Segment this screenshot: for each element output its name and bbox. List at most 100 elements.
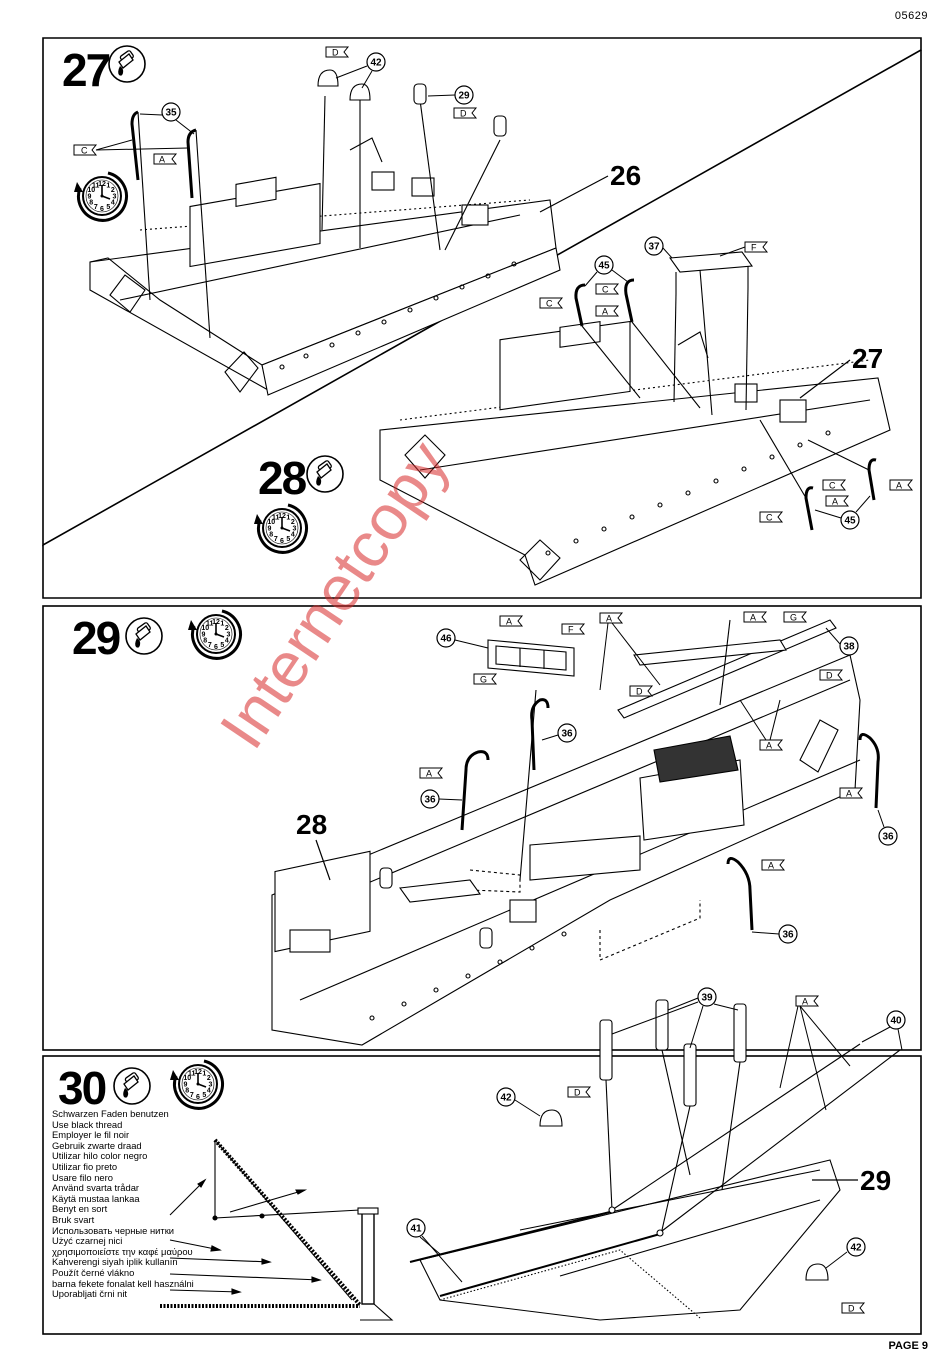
part-number-bubble: 42 — [496, 1087, 516, 1107]
paint-color-flag: A — [759, 739, 784, 751]
clock-numeral: 7 — [190, 1092, 194, 1099]
paint-color-flag: C — [759, 511, 784, 523]
panel-step28-frame — [42, 50, 922, 599]
svg-text:38: 38 — [843, 642, 855, 653]
paint-color-flag: D — [629, 685, 654, 697]
clock-numeral: 3 — [227, 631, 231, 638]
glue-tube-icon — [306, 455, 344, 493]
clock-numeral: 11 — [188, 1071, 196, 1078]
svg-text:D: D — [826, 671, 833, 681]
part-number-bubble: 46 — [436, 628, 456, 648]
instruction-line: Použít černé vlákno — [52, 1266, 135, 1278]
paint-color-flag: A — [153, 153, 178, 165]
clock-numeral: 8 — [185, 1088, 189, 1095]
svg-text:45: 45 — [844, 516, 856, 527]
step30-callouts: 39 40 42 41 42 A D — [406, 987, 906, 1314]
svg-text:G: G — [790, 613, 797, 623]
clock-numeral: 3 — [209, 1081, 213, 1088]
clock-numeral: 10 — [87, 187, 95, 194]
clock-numeral: 10 — [201, 625, 209, 632]
clock-numeral: 5 — [106, 204, 110, 211]
clock-numeral: 7 — [208, 642, 212, 649]
svg-text:C: C — [546, 299, 553, 309]
glue-tube-icon — [125, 617, 163, 655]
part-number-bubble: 42 — [366, 52, 386, 72]
clock-numeral: 1 — [106, 183, 110, 190]
clock-numeral: 2 — [207, 1075, 211, 1082]
svg-text:A: A — [602, 307, 608, 317]
instruction-line: Usare filo nero — [52, 1171, 113, 1183]
clock-numeral: 1 — [220, 621, 224, 628]
paint-color-flag: C — [822, 479, 847, 491]
svg-text:D: D — [636, 687, 643, 697]
svg-text:46: 46 — [440, 634, 452, 645]
clock-numeral: 9 — [202, 631, 206, 638]
clock-numeral: 10 — [267, 519, 275, 526]
glue-tube-icon — [108, 45, 146, 83]
instruction-line: Use black thread — [52, 1118, 123, 1130]
part-number-bubble: 39 — [697, 987, 717, 1007]
page-number: PAGE 9 — [888, 1340, 928, 1352]
document-code: 05629 — [894, 10, 928, 22]
svg-text:A: A — [506, 617, 512, 627]
thread-instructions: Schwarzen Faden benutzen Use black threa… — [52, 1108, 194, 1300]
step28-number: 28 — [258, 452, 307, 504]
part-number-bubble: 36 — [557, 723, 577, 743]
paint-color-flag: A — [889, 479, 914, 491]
clock-numeral: 7 — [274, 536, 278, 543]
clock-numeral: 3 — [293, 525, 297, 532]
svg-text:36: 36 — [882, 832, 894, 843]
step29-ship-drawing — [271, 619, 880, 1046]
svg-text:45: 45 — [598, 261, 610, 272]
part-number-bubble: 29 — [454, 85, 474, 105]
panel-frames — [42, 37, 922, 1335]
svg-text:35: 35 — [165, 108, 177, 119]
clock-numeral: 3 — [113, 193, 117, 200]
paint-color-flag: C — [73, 144, 98, 156]
clock-numeral: 7 — [94, 204, 98, 211]
svg-text:42: 42 — [850, 1243, 862, 1254]
paint-color-flag: F — [744, 241, 769, 253]
svg-text:A: A — [846, 789, 852, 799]
svg-text:A: A — [768, 861, 774, 871]
paint-color-flag: A — [795, 995, 820, 1007]
assembly-ref-27: 27 — [852, 343, 883, 374]
paint-color-flag: D — [819, 669, 844, 681]
part-number-bubble: 36 — [420, 789, 440, 809]
paint-color-flag: C — [595, 283, 620, 295]
svg-text:A: A — [802, 997, 808, 1007]
glue-tube-icon — [113, 1067, 151, 1105]
clock-numeral: 9 — [88, 193, 92, 200]
clock-numeral: 4 — [207, 1088, 211, 1095]
paint-color-flag: D — [325, 46, 350, 58]
clock-numeral: 8 — [89, 200, 93, 207]
svg-text:A: A — [426, 769, 432, 779]
instruction-line: Utilizar hilo color negro — [52, 1150, 148, 1162]
svg-text:A: A — [832, 497, 838, 507]
step30-rigging-diagram — [160, 999, 901, 1321]
step30-number: 30 — [58, 1062, 106, 1114]
step27-callouts: 35 42 29 C A D D 26 — [73, 46, 641, 213]
part-number-bubble: 36 — [878, 826, 898, 846]
svg-text:41: 41 — [410, 1224, 422, 1235]
clock-numeral: 4 — [225, 638, 229, 645]
part-number-bubble: 45 — [594, 255, 614, 275]
clock-numeral: 9 — [184, 1081, 188, 1088]
paint-color-flag: C — [539, 297, 564, 309]
svg-text:F: F — [568, 625, 574, 635]
svg-text:F: F — [751, 243, 757, 253]
instruction-line: Benyt en sort — [52, 1203, 108, 1215]
clock-numeral: 8 — [269, 532, 273, 539]
step27-ship-drawing — [89, 69, 561, 396]
clock-numeral: 4 — [291, 532, 295, 539]
instruction-line: χρησιμοποιείστε την καφέ μαύρου — [52, 1245, 193, 1257]
part-number-bubble: 35 — [161, 102, 181, 122]
svg-text:36: 36 — [782, 930, 794, 941]
instruction-line: Gebruik zwarte draad — [52, 1139, 142, 1151]
part-number-bubble: 42 — [846, 1237, 866, 1257]
step27-number: 27 — [62, 44, 110, 96]
